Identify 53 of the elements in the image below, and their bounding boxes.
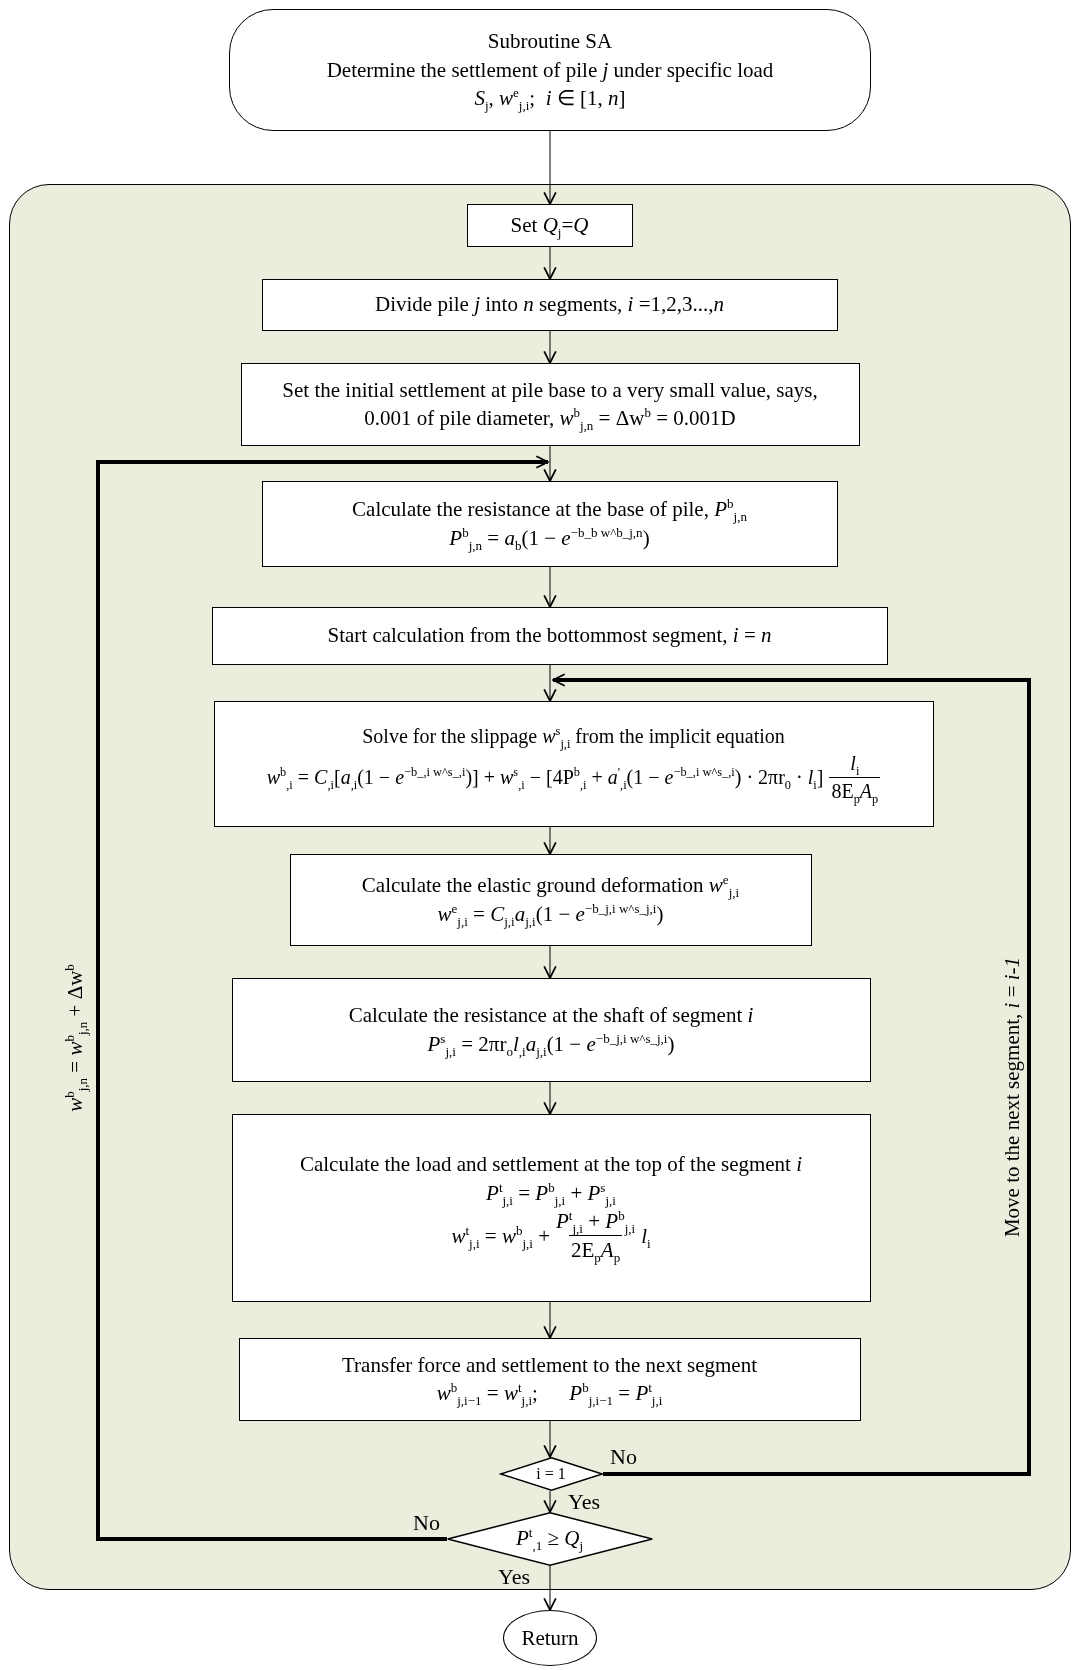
- formula: P$^{s}$$_{j,i}$ = 2πr$_{o}$l$_{,i}$a$_{j,i}$(1 − e$^{−b_j,i w^s_j,i}$): [427, 1029, 675, 1058]
- process-box: [261, 278, 838, 331]
- decision-diamond: [499, 1456, 603, 1491]
- process-box: [213, 700, 934, 827]
- step-text: Set the initial settlement at pile base to a very small value, says, 0.001 of pile diameter, w$^{b}$$_{j,n}$ = Δw$^{b}$ = 0.001D: [281, 376, 819, 433]
- flow-arrow: [543, 566, 557, 608]
- process-box: [231, 1113, 871, 1302]
- step-text: Determine the settlement of pile j under specific load: [326, 56, 774, 84]
- flow-arrow: [543, 1565, 557, 1611]
- flow-arrow: [543, 1301, 557, 1339]
- process-box: [240, 362, 860, 446]
- process-box: [211, 606, 888, 665]
- step-text: Divide pile j into n segments, i =1,2,3...,n: [375, 291, 724, 319]
- formula: w$^{e}$$_{j,i}$ = C$_{j,i}$a$_{j,i}$(1 − e$^{−b_j,i w^s_j,i}$): [437, 899, 664, 928]
- condition-text: i = 1: [536, 1463, 566, 1484]
- formula: w$^{b}$$_{,i}$ = C$_{,i}$[a$_{,i}$(1 − e$^{−b_,i w^s_,i}$)] + w$^{s}$$_{,i}$ − [4P$^{b}$$_{,i}$ + a$^{'}$$_{,i}$(1 − e$^{−b_,i w^s_,i}$) · 2πr$_{0}$ · l$_{i}$]: [266, 763, 824, 791]
- loop-note: Move to the next segment, i = i-1: [999, 956, 1025, 1238]
- step-text: Calculate the load and settlement at the top of the segment i: [299, 1151, 803, 1179]
- flow-arrow: [543, 445, 557, 482]
- flow-arrow: [543, 945, 557, 979]
- start-box: [229, 9, 871, 131]
- flow-arrow: [543, 664, 557, 702]
- fraction-numerator: l$_{i}$: [850, 750, 860, 777]
- process-box: [289, 853, 812, 946]
- flow-arrow: [96, 455, 549, 1541]
- process-box: [238, 1337, 861, 1421]
- process-box: [466, 203, 633, 247]
- fraction-denominator: 2E$_{p}$A$_{p}$: [568, 1235, 623, 1265]
- formula: S$_{j}$, w$^{e}$$_{j,i}$; i ∈ [1, n]: [474, 84, 626, 113]
- flow-arrow: [543, 246, 557, 280]
- flow-arrow: [543, 1420, 557, 1458]
- decision-diamond: [446, 1511, 653, 1566]
- flow-arrow: [543, 1081, 557, 1115]
- step-text: Transfer force and settlement to the next segment: [342, 1351, 757, 1379]
- process-box: [261, 480, 838, 567]
- fraction-denominator: 8E$_{p}$A$_{p}$: [829, 776, 881, 805]
- formula: l$_{i}$: [641, 1222, 651, 1250]
- step-text: Start calculation from the bottommost segment, i = n: [327, 622, 772, 650]
- flow-arrow: [543, 130, 557, 205]
- formula: P$^{b}$$_{j,n}$ = a$_{b}$(1 − e$^{−b_b w^b_j,n}$): [449, 523, 650, 552]
- process-box: [231, 977, 871, 1082]
- routine-title: Subroutine SA: [487, 28, 613, 56]
- terminal-text: Return: [521, 1624, 579, 1652]
- flow-arrow: [543, 826, 557, 855]
- flow-arrow: [543, 1490, 557, 1513]
- loop-panel: [9, 184, 1071, 1590]
- step-text: Calculate the resistance at the shaft of segment i: [348, 1002, 754, 1030]
- step-text: Set Q$_{j}$=Q: [510, 211, 589, 240]
- condition-text: P$^{t}$$_{,1}$ ≥ Q$_{j}$: [515, 1524, 583, 1553]
- step-text: Solve for the slippage w$^{s}$$_{j,i}$ from the implicit equation: [362, 722, 785, 750]
- flow-arrow: [543, 330, 557, 364]
- formula: w$^{t}$$_{j,i}$ = w$^{b}$$_{j,i}$ +: [451, 1221, 550, 1250]
- flow-arrow: [552, 673, 1031, 1476]
